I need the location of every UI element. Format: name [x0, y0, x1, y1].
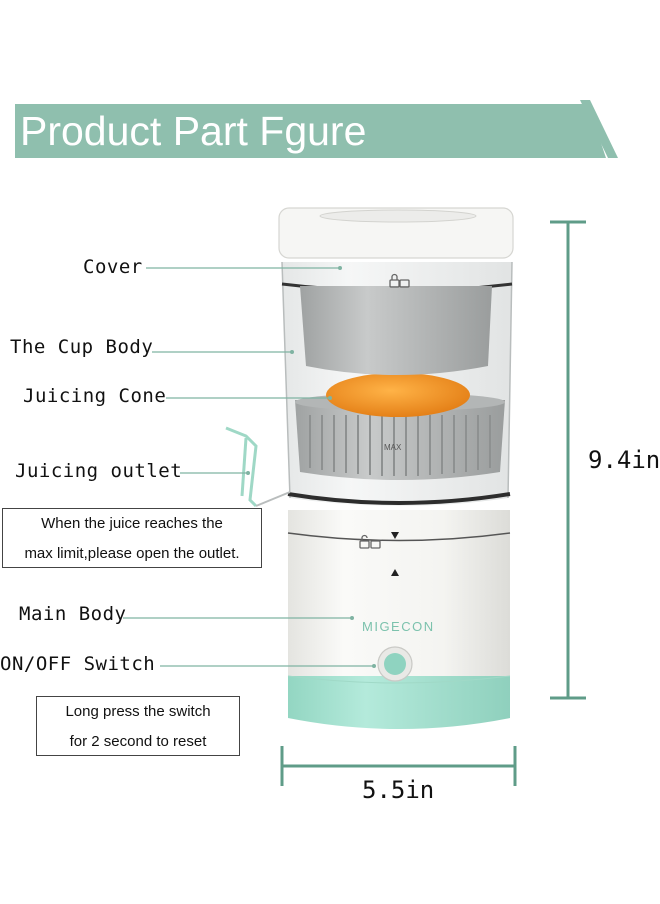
banner-stripe — [580, 100, 618, 158]
label-juicing-outlet: Juicing outlet — [15, 460, 183, 482]
width-dimension-label: 5.5in — [362, 776, 435, 804]
juicing-cone-shape — [295, 400, 505, 480]
inner-cup-shape — [300, 286, 492, 375]
title-banner — [15, 100, 618, 158]
label-cover: Cover — [83, 256, 143, 278]
juicing-outlet-spout[interactable] — [225, 426, 291, 508]
label-main-body: Main Body — [19, 603, 127, 625]
label-juicing-cone: Juicing Cone — [23, 385, 167, 407]
cone-ribs — [309, 415, 491, 476]
arrow-up-icon — [391, 569, 399, 576]
leader-lines — [123, 267, 374, 667]
mint-base — [288, 676, 510, 729]
banner-background — [15, 104, 606, 158]
note-reset-line1: Long press the switch — [65, 703, 211, 720]
note-outlet-line2: max limit,please open the outlet. — [24, 545, 240, 562]
label-cup-body: The Cup Body — [10, 336, 154, 358]
note-reset: Long press the switch for 2 second to re… — [36, 696, 240, 756]
width-dimension-line — [280, 746, 517, 786]
note-outlet-line1: When the juice reaches the — [41, 515, 223, 532]
page-title: Product Part Fgure — [20, 108, 367, 154]
label-on-off-switch: ON/OFF Switch — [0, 653, 156, 675]
max-fill-mark: MAX — [384, 443, 402, 452]
power-button-icon[interactable] — [377, 646, 413, 682]
arrow-down-icon — [391, 532, 399, 539]
note-reset-line2: for 2 second to reset — [69, 733, 207, 750]
brand-logo: MIGECON — [362, 619, 435, 634]
lock-icon — [389, 273, 410, 288]
note-outlet: When the juice reaches the max limit,ple… — [2, 508, 262, 568]
height-dimension-label: 9.4in — [588, 446, 660, 474]
orange — [326, 373, 470, 417]
unlock-icon — [359, 534, 381, 549]
height-dimension-line — [550, 220, 586, 700]
